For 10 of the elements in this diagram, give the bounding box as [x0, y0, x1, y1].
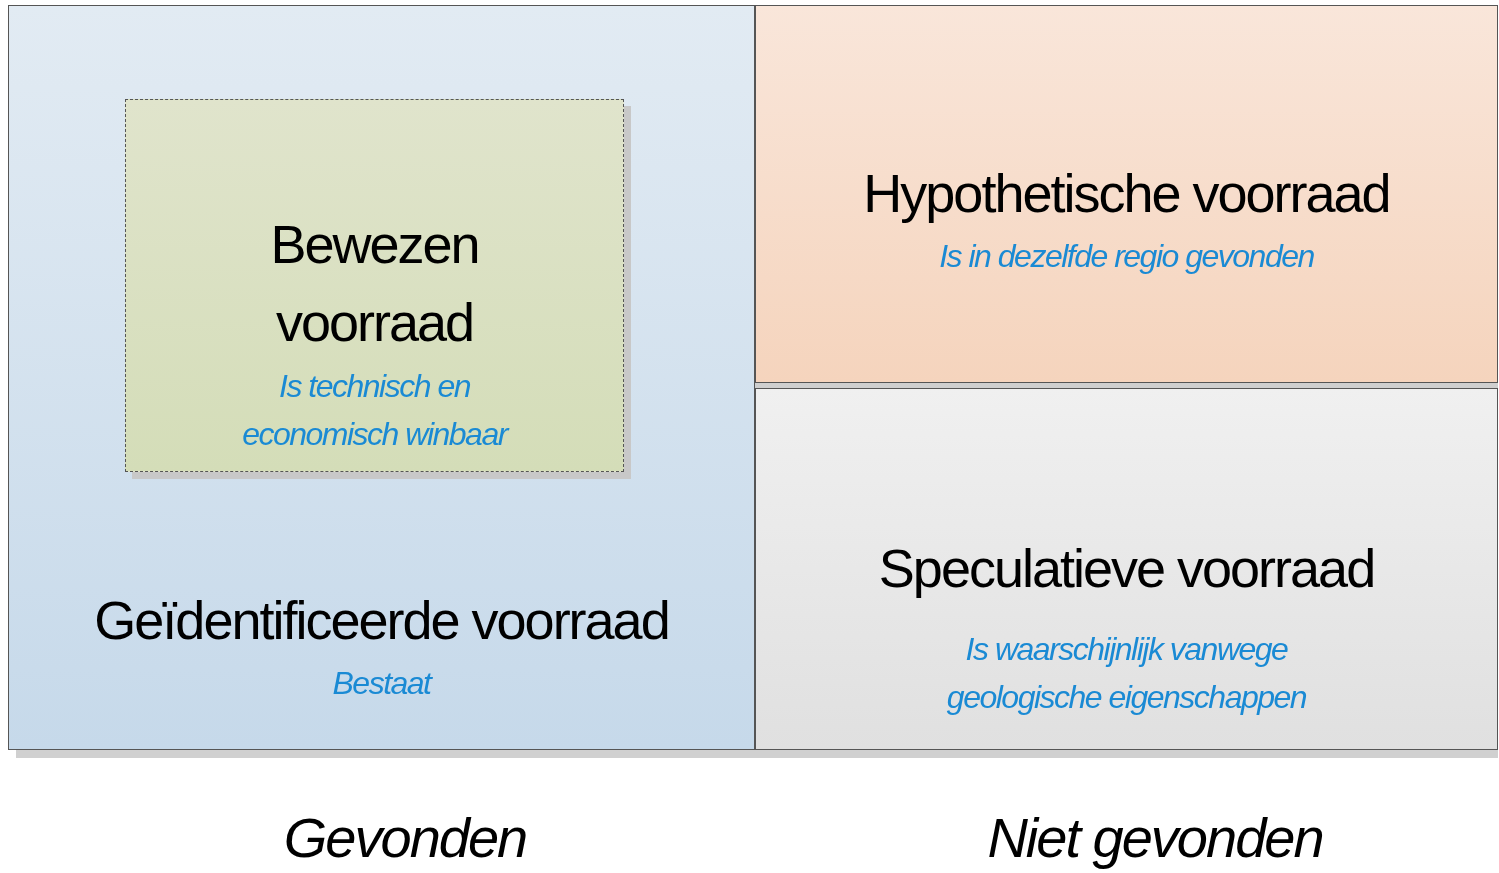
panel-title: Hypothetische voorraad — [863, 162, 1390, 225]
panel-subtitle: Is in dezelfde regio gevonden — [939, 237, 1314, 277]
panel-subtitle: Is waarschijnlijk vanwege geologische eigenschappen — [945, 630, 1308, 718]
column-label: Niet gevonden — [986, 805, 1324, 870]
panel-subtitle: Is technisch en economisch winbaar — [241, 366, 510, 454]
panel-subtitle: Bestaat — [332, 664, 431, 704]
panel-title: Bewezen voorraad — [269, 213, 480, 355]
panel-title: Geïdentificeerde voorraad — [94, 589, 669, 652]
column-label: Gevonden — [282, 805, 528, 870]
panel-title: Speculatieve voorraad — [878, 537, 1375, 600]
